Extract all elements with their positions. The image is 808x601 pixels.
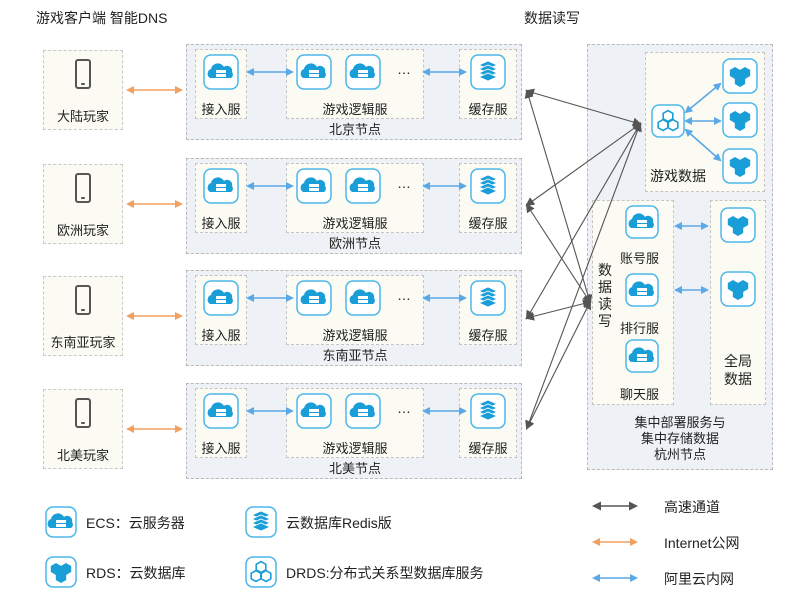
- player-label: 东南亚玩家: [50, 335, 116, 350]
- player-box: [43, 276, 123, 356]
- ellipsis: …: [397, 175, 412, 191]
- ecs-icon: [345, 393, 381, 429]
- player-box: [43, 50, 123, 130]
- drds-icon: [651, 104, 685, 138]
- phone-icon: [75, 285, 91, 315]
- legend-ecs-label: ECS：云服务器: [86, 515, 185, 531]
- cache-server-label: 缓存服: [468, 216, 508, 231]
- fast-channel-arrow: [524, 89, 593, 304]
- logic-server-label: 游戏逻辑服: [322, 216, 388, 231]
- access-server-label: 接入服: [201, 102, 241, 117]
- global-data-label: 全局数据: [724, 353, 752, 387]
- ecs-icon: [345, 168, 381, 204]
- client-dns-title: 游戏客户端 智能DNS: [36, 10, 168, 26]
- ecs-icon: [345, 280, 381, 316]
- legend-intranet-label: 阿里云内网: [664, 571, 734, 587]
- fast-channel-arrow: [525, 88, 642, 127]
- ecs-icon: [45, 506, 77, 538]
- legend-internet-label: Internet公网: [664, 535, 740, 551]
- fast-channel-arrow: [525, 122, 642, 430]
- rds-icon: [722, 58, 758, 94]
- fast-channel-arrow: [526, 300, 591, 430]
- central-footer-line2: 集中存储数据: [640, 431, 719, 446]
- intranet-arrow: [684, 128, 722, 162]
- game-data-label: 游戏数据: [650, 168, 706, 184]
- player-label: 大陆玩家: [56, 109, 109, 124]
- logic-server-label: 游戏逻辑服: [322, 102, 388, 117]
- ecs-icon: [296, 54, 332, 90]
- legend-rds-label: RDS：云数据库: [86, 565, 186, 581]
- fast-channel-arrow: [525, 122, 642, 207]
- rds-icon: [720, 207, 756, 243]
- ecs-icon: [296, 280, 332, 316]
- node-label: 欧洲节点: [328, 236, 381, 251]
- ecs-icon: [203, 54, 239, 90]
- node-label: 北京节点: [328, 122, 381, 137]
- ellipsis: …: [397, 61, 412, 77]
- redis-icon: [470, 280, 506, 316]
- fast-channel-arrow: [525, 122, 642, 320]
- ecs-icon: [203, 280, 239, 316]
- redis-icon: [470, 393, 506, 429]
- drds-icon: [245, 556, 277, 588]
- phone-icon: [75, 398, 91, 428]
- access-server-label: 接入服: [201, 441, 241, 456]
- fast-channel-arrow: [525, 203, 592, 304]
- legend-drds-label: DRDS:分布式关系型数据库服务: [286, 565, 484, 581]
- ellipsis: …: [397, 287, 412, 303]
- ecs-icon: [625, 339, 659, 373]
- rds-icon: [722, 148, 758, 184]
- cache-server-label: 缓存服: [468, 328, 508, 343]
- ecs-icon: [345, 54, 381, 90]
- rds-icon: [722, 102, 758, 138]
- player-label: 北美玩家: [56, 448, 109, 463]
- phone-icon: [75, 59, 91, 89]
- ecs-icon: [625, 273, 659, 307]
- node-label: 北美节点: [328, 461, 381, 476]
- player-box: [43, 389, 123, 469]
- ecs-icon: [203, 168, 239, 204]
- logic-server-label: 游戏逻辑服: [322, 441, 388, 456]
- player-box: [43, 164, 123, 244]
- ecs-icon: [296, 168, 332, 204]
- ecs-icon: [296, 393, 332, 429]
- intranet-arrow: [684, 82, 722, 114]
- legend-redis-label: 云数据库Redis版: [286, 515, 392, 531]
- access-server-label: 接入服: [201, 328, 241, 343]
- fast-channel-arrow: [525, 299, 592, 321]
- data-rw-title: 数据读写: [524, 10, 580, 26]
- legend-fast-channel-label: 高速通道: [664, 499, 720, 515]
- cache-server-label: 缓存服: [468, 102, 508, 117]
- central-footer-line1: 集中部署服务与: [634, 415, 726, 430]
- access-server-label: 接入服: [201, 216, 241, 231]
- rds-icon: [720, 271, 756, 307]
- central-footer-line3: 杭州节点: [653, 447, 706, 462]
- ellipsis: …: [397, 400, 412, 416]
- cache-server-label: 缓存服: [468, 441, 508, 456]
- redis-icon: [245, 506, 277, 538]
- phone-icon: [75, 173, 91, 203]
- ecs-icon: [625, 205, 659, 239]
- logic-server-label: 游戏逻辑服: [322, 328, 388, 343]
- redis-icon: [470, 54, 506, 90]
- rds-icon: [45, 556, 77, 588]
- redis-icon: [470, 168, 506, 204]
- ecs-icon: [203, 393, 239, 429]
- node-label: 东南亚节点: [322, 348, 388, 363]
- player-label: 欧洲玩家: [56, 223, 109, 238]
